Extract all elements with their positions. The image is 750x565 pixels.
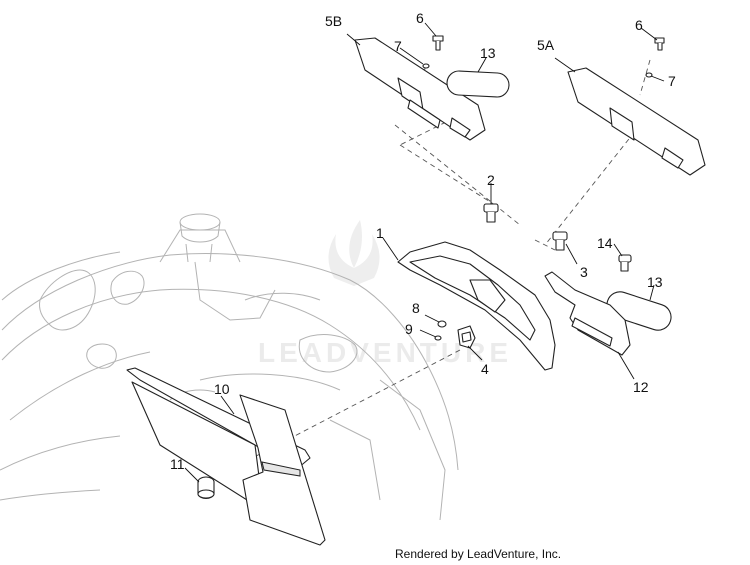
callout-7-left: 7 [394, 38, 402, 54]
callout-4: 4 [481, 361, 489, 377]
assembly-line-5a [544, 124, 641, 246]
callout-7-right: 7 [668, 73, 676, 89]
callout-5a: 5A [537, 37, 555, 53]
callout-6-right: 6 [635, 17, 643, 33]
callout-6-left: 6 [416, 10, 424, 26]
bolt-14 [618, 254, 632, 272]
callout-2: 2 [487, 172, 495, 188]
bolt-3 [552, 231, 568, 251]
assembly-line-5b [394, 124, 521, 226]
leader-lines [184, 22, 665, 483]
splash-guard-10 [126, 367, 326, 546]
plate-5a [567, 67, 706, 176]
clip-4 [457, 325, 476, 349]
callout-14: 14 [597, 235, 613, 251]
assembly-line-3 [534, 239, 556, 251]
assembly-line-2 [399, 144, 496, 206]
callout-1: 1 [376, 225, 384, 241]
callout-9: 9 [405, 321, 413, 337]
screw-6-left [432, 35, 444, 51]
callout-8: 8 [412, 300, 420, 316]
callout-3: 3 [580, 264, 588, 280]
reflector-13-upper [446, 70, 510, 98]
plate-5b [354, 37, 486, 141]
grommet-11 [197, 476, 215, 500]
nut-8 [437, 320, 447, 328]
callout-12: 12 [633, 379, 649, 395]
washer-9 [434, 335, 442, 341]
callout-10: 10 [214, 381, 230, 397]
screw-6-right [654, 37, 665, 51]
washer-7-left [422, 63, 430, 69]
callout-11: 11 [170, 456, 185, 472]
reflector-13-lower [606, 291, 672, 331]
watermark-flame-logo [328, 220, 380, 286]
license-plate-holder-1 [397, 241, 556, 371]
callout-13-lower: 13 [647, 274, 663, 290]
callout-13-upper: 13 [480, 45, 496, 61]
callout-5b: 5B [325, 13, 342, 29]
washer-7-right [645, 72, 653, 78]
vehicle-body-ghost [0, 213, 459, 521]
assembly-line-6b [639, 59, 651, 96]
rendered-by-footer: Rendered by LeadVenture, Inc. [395, 547, 561, 561]
reflector-bracket-12 [544, 271, 631, 356]
bolt-2 [483, 203, 499, 223]
callout-labels: 5B 6 7 13 5A 6 7 2 1 14 3 13 8 9 4 12 10… [170, 10, 676, 472]
